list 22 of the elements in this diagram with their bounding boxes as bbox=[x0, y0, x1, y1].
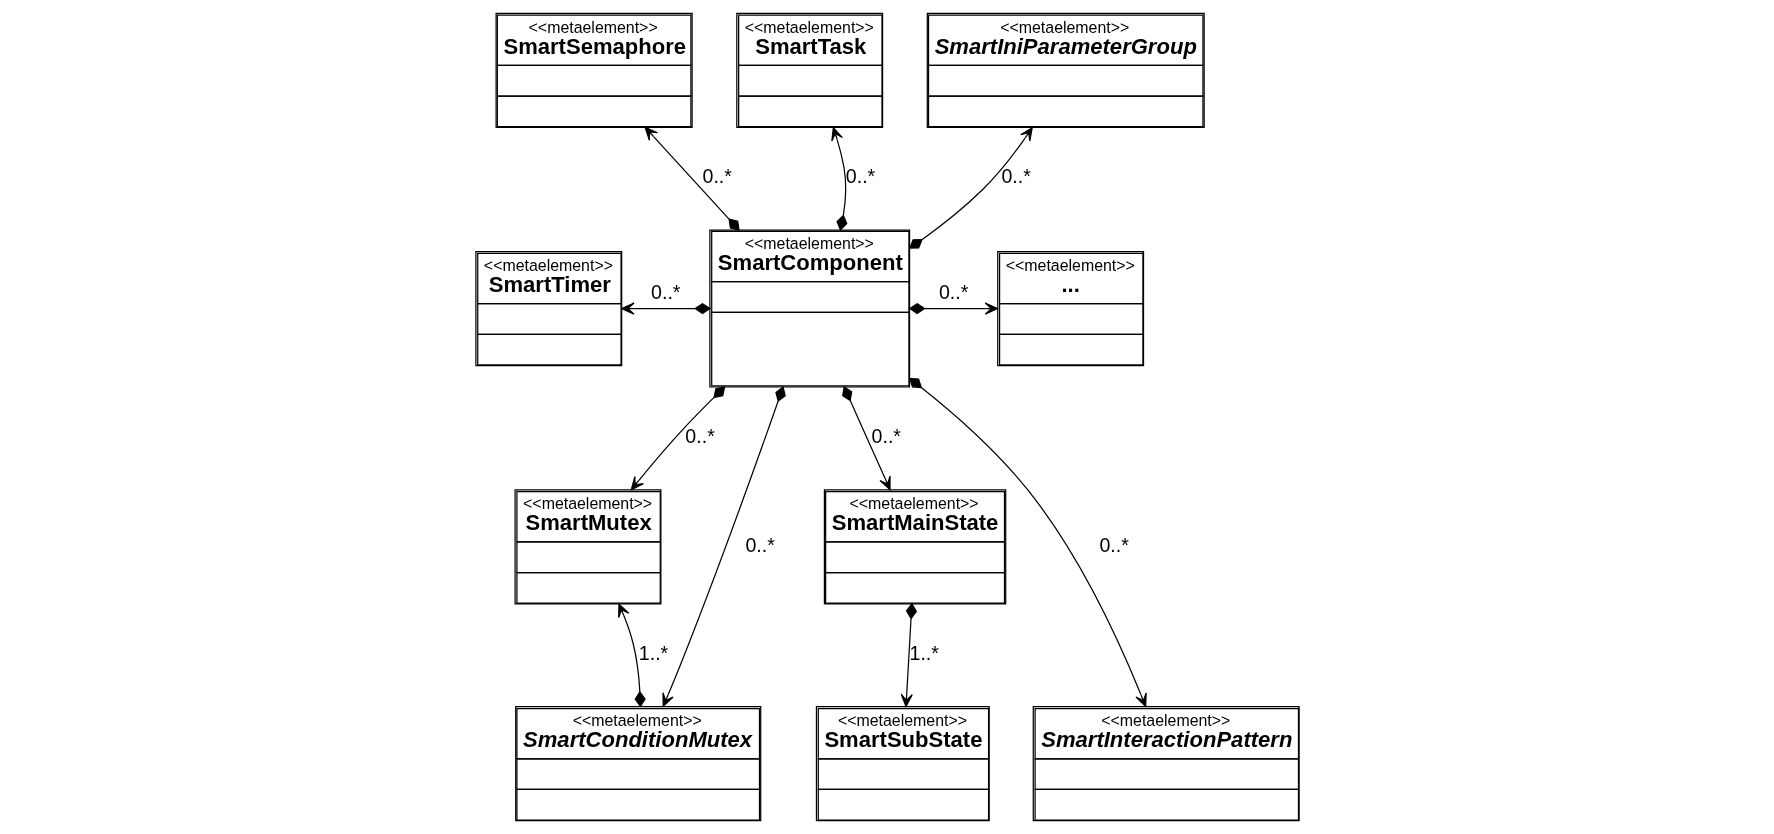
edge-label: 0..* bbox=[871, 425, 901, 448]
arrow bbox=[908, 302, 998, 315]
arrow bbox=[900, 602, 917, 708]
arrow bbox=[617, 603, 646, 708]
arrow bbox=[630, 386, 725, 491]
edge-label: 0..* bbox=[938, 280, 968, 303]
arrow bbox=[908, 377, 1147, 707]
arrow bbox=[661, 386, 786, 707]
edge-label: 0..* bbox=[1000, 165, 1031, 188]
edge-label: 1..* bbox=[638, 641, 668, 664]
arrow bbox=[908, 127, 1033, 249]
edge-label: 0..* bbox=[684, 425, 715, 448]
arrow bbox=[620, 302, 711, 315]
edge-label: 0..* bbox=[1098, 533, 1129, 556]
arrow bbox=[841, 386, 891, 491]
edge-label: 0..* bbox=[650, 280, 680, 303]
arrow bbox=[830, 127, 847, 231]
edge-label: 1..* bbox=[909, 641, 939, 664]
edge-label: 0..* bbox=[744, 533, 775, 556]
arrow bbox=[644, 126, 740, 231]
edge-label: 0..* bbox=[845, 165, 875, 188]
edge-label: 0..* bbox=[702, 165, 732, 188]
